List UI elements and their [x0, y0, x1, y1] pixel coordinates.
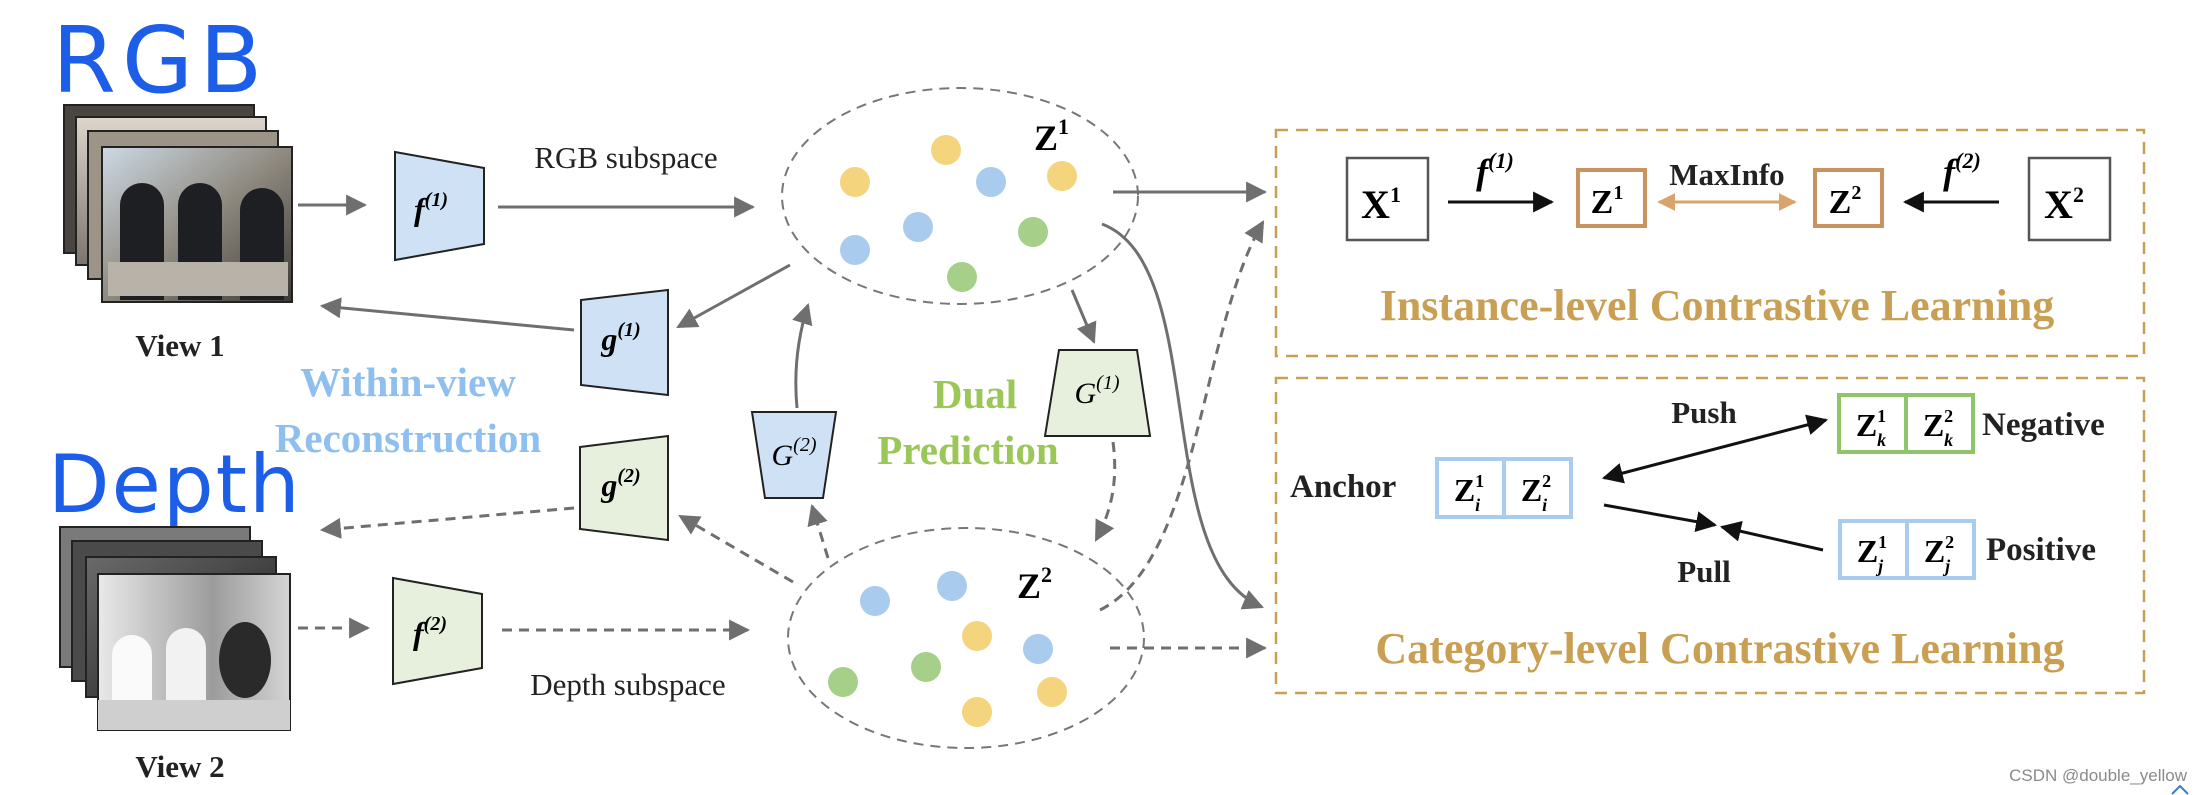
arrow-g2-to-view2: [319, 506, 575, 539]
instance-z1-box: [1576, 168, 1647, 228]
svg-text:Z1j: Z1j: [1857, 532, 1887, 576]
z1-subspace-ellipse: [781, 87, 1139, 305]
anchor-label: Anchor: [1290, 469, 1396, 505]
csdn-watermark: CSDN @double_yellow: [2009, 766, 2188, 785]
view2-label: View 2: [135, 749, 224, 784]
negative-label: Negative: [1982, 407, 2105, 443]
dual-label-line1: Dual: [933, 371, 1017, 417]
rgb-image-stack: [63, 104, 293, 303]
pull-arrow-from-positive: [1719, 520, 1824, 552]
pull-arrow-from-anchor: [1603, 503, 1718, 532]
category-level-panel: [1274, 376, 2146, 695]
push-double-arrow: [1601, 414, 1829, 484]
depth-subspace-label: Depth subspace: [530, 667, 725, 702]
arrow-z2-to-g2: [678, 514, 794, 584]
arrow-G2-to-z1: [792, 302, 813, 409]
dual-label-line2: Prediction: [877, 427, 1059, 473]
f1-encoder-label: f(1): [414, 189, 448, 227]
g2-decoder-label: g(2): [600, 465, 640, 503]
rgb-subspace-label: RGB subspace: [534, 140, 717, 175]
rgb-handwritten-label: RGB: [52, 7, 268, 114]
arrow-g1-to-view1: [319, 297, 575, 332]
x1-box: [1345, 156, 1430, 242]
depth-handwritten-label: Depth: [48, 438, 302, 531]
positive-label: Positive: [1986, 532, 2096, 568]
svg-text:Z2k: Z2k: [1923, 406, 1953, 450]
scroll-up-chevron-icon: [2171, 784, 2189, 795]
f2-encoder-label: f(2): [413, 613, 447, 651]
push-label: Push: [1671, 395, 1736, 430]
within-view-label-line2: Reconstruction: [275, 415, 542, 461]
x2-label: X2: [2044, 182, 2084, 227]
arrow-z2-to-G2: [807, 503, 830, 559]
z2-label: Z2: [1017, 562, 1052, 606]
g1-decoder-label: g(1): [600, 319, 640, 357]
arrow-z1-to-G1: [1070, 289, 1097, 344]
svg-text:Z1k: Z1k: [1856, 406, 1886, 450]
arrow-G1-to-z2: [1094, 441, 1117, 542]
f1-encoder-trapezoid: [394, 150, 485, 262]
svg-text:Z2j: Z2j: [1924, 532, 1954, 576]
G2-predictor-label: G(2): [772, 434, 817, 472]
instance-f2-label: f(2): [1943, 148, 1981, 192]
z1-embedding-dots: [840, 135, 1077, 292]
category-level-title: Category-level Contrastive Learning: [1375, 624, 2064, 673]
G1-predictor-label: G(1): [1075, 372, 1120, 410]
instance-z2-label: Z2: [1829, 182, 1862, 221]
pull-label: Pull: [1677, 554, 1731, 589]
z2-subspace-ellipse: [787, 527, 1145, 749]
f2-encoder-trapezoid: [392, 576, 483, 686]
G2-predictor-trapezoid: [750, 411, 838, 499]
x2-box: [2027, 156, 2112, 242]
x1-label: X1: [1361, 182, 1401, 227]
g2-decoder-trapezoid: [579, 434, 669, 542]
instance-level-panel: [1274, 128, 2146, 358]
arrow-z1-to-category: [1101, 222, 1264, 610]
G1-predictor-trapezoid: [1043, 349, 1152, 437]
arrow-z1-to-g1: [676, 263, 791, 329]
instance-level-title: Instance-level Contrastive Learning: [1380, 281, 2055, 330]
depth-image-stack: [59, 526, 291, 731]
maxinfo-label: MaxInfo: [1669, 157, 1784, 192]
svg-text:Z2i: Z2i: [1521, 471, 1551, 515]
view1-label: View 1: [135, 328, 224, 363]
within-view-label-line1: Within-view: [300, 359, 516, 405]
svg-text:Z1i: Z1i: [1454, 471, 1484, 515]
instance-f1-label: f(1): [1476, 148, 1514, 192]
instance-z2-box: [1813, 168, 1884, 228]
instance-z1-label: Z1: [1591, 182, 1624, 221]
z2-embedding-dots: [828, 571, 1067, 727]
g1-decoder-trapezoid: [580, 288, 669, 397]
z1-label: Z1: [1034, 114, 1069, 158]
